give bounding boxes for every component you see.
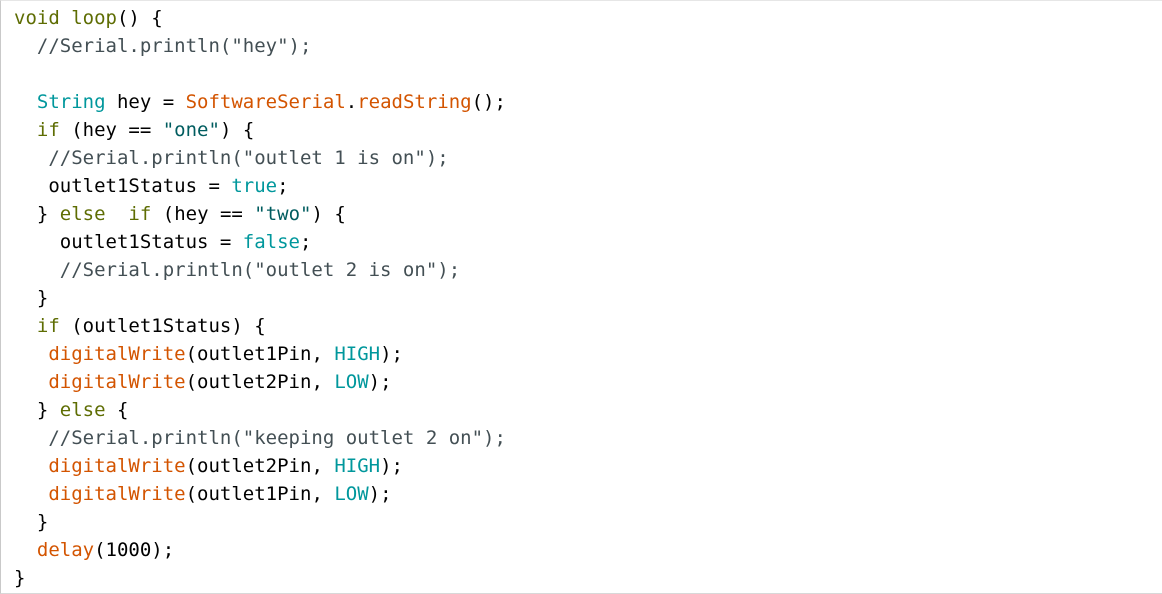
code-token — [14, 91, 37, 113]
code-line: outlet1Status = true; — [14, 172, 506, 200]
code-token — [60, 7, 71, 29]
code-line: } — [14, 284, 506, 312]
code-line: void loop() { — [14, 4, 506, 32]
code-line: } — [14, 564, 506, 592]
code-token: (outlet1Status) { — [59, 315, 266, 337]
code-token: } — [14, 287, 49, 309]
code-line: } — [14, 508, 506, 536]
code-line: digitalWrite(outlet1Pin, LOW); — [14, 480, 506, 508]
code-line: String hey = SoftwareSerial.readString()… — [14, 88, 506, 116]
code-token: } — [14, 399, 60, 421]
code-line: if (hey == "one") { — [14, 116, 506, 144]
code-token: (outlet2Pin, — [185, 455, 335, 477]
code-token — [14, 35, 37, 57]
code-token: String — [36, 91, 106, 113]
code-token — [14, 539, 37, 561]
code-token: (outlet1Pin, — [185, 343, 335, 365]
code-line: //Serial.println("hey"); — [14, 32, 506, 60]
code-token: ); — [380, 343, 403, 365]
code-token — [14, 119, 37, 141]
code-token: (1000); — [94, 539, 175, 561]
code-token: digitalWrite — [48, 455, 186, 477]
code-line: digitalWrite(outlet1Pin, HIGH); — [14, 340, 506, 368]
code-token: true — [231, 175, 278, 197]
code-token: else — [59, 203, 106, 225]
code-token: ; — [277, 175, 289, 197]
code-line: //Serial.println("outlet 2 is on"); — [14, 256, 506, 284]
code-token: SoftwareSerial — [185, 91, 346, 113]
code-token: hey = — [105, 91, 186, 113]
code-line: } else { — [14, 396, 506, 424]
code-token: ) { — [311, 203, 346, 225]
code-token: if — [36, 119, 60, 141]
code-token: LOW — [334, 371, 369, 393]
code-token: ; — [299, 231, 312, 253]
code-line: //Serial.println("keeping outlet 2 on"); — [14, 424, 506, 452]
code-line: //Serial.println("outlet 1 is on"); — [14, 144, 506, 172]
code-token: () { — [116, 7, 163, 29]
code-token: if — [36, 315, 60, 337]
code-text-area[interactable]: void loop() { //Serial.println("hey"); S… — [14, 4, 506, 592]
code-token: digitalWrite — [48, 371, 186, 393]
code-token: outlet1Status = — [14, 231, 243, 253]
code-line: delay(1000); — [14, 536, 506, 564]
code-token — [14, 371, 48, 393]
code-line: digitalWrite(outlet2Pin, HIGH); — [14, 452, 506, 480]
code-line: digitalWrite(outlet2Pin, LOW); — [14, 368, 506, 396]
code-token: void — [14, 7, 60, 29]
code-token: . — [345, 91, 358, 113]
code-token: "one" — [162, 119, 220, 141]
code-token: } — [14, 567, 26, 589]
code-token: { — [105, 399, 129, 421]
code-token: (outlet1Pin, — [185, 483, 335, 505]
code-token — [14, 427, 48, 449]
code-token: //Serial.println("outlet 2 is on"); — [59, 259, 461, 281]
code-token: HIGH — [334, 455, 381, 477]
code-token: (hey == — [151, 203, 255, 225]
code-token: outlet1Status = — [14, 175, 232, 197]
code-token: //Serial.println("hey"); — [36, 35, 312, 57]
code-token: //Serial.println("outlet 1 is on"); — [48, 147, 449, 169]
code-token: ); — [368, 371, 392, 393]
code-token — [14, 259, 60, 281]
code-token: } — [14, 511, 49, 533]
code-token: (); — [471, 91, 506, 113]
code-token — [14, 147, 48, 169]
code-line: if (outlet1Status) { — [14, 312, 506, 340]
code-token: LOW — [334, 483, 369, 505]
code-token: digitalWrite — [48, 343, 186, 365]
code-token — [14, 455, 48, 477]
code-line: } else if (hey == "two") { — [14, 200, 506, 228]
code-token — [14, 483, 48, 505]
code-token: readString — [357, 91, 472, 113]
code-token — [14, 315, 37, 337]
code-token: ); — [380, 455, 403, 477]
code-token: //Serial.println("keeping outlet 2 on"); — [48, 427, 506, 449]
code-token: (hey == — [59, 119, 163, 141]
code-token: digitalWrite — [48, 483, 186, 505]
code-token: else — [59, 399, 106, 421]
code-token — [14, 343, 48, 365]
code-token: delay — [36, 539, 95, 561]
code-token: loop — [71, 7, 117, 29]
code-token: ) { — [219, 119, 255, 141]
code-token: "two" — [254, 203, 312, 225]
code-token: HIGH — [334, 343, 381, 365]
code-token: ); — [368, 483, 392, 505]
code-line — [14, 60, 506, 88]
code-token: (outlet2Pin, — [185, 371, 335, 393]
code-token: } — [14, 203, 60, 225]
code-token — [106, 203, 129, 225]
code-line: outlet1Status = false; — [14, 228, 506, 256]
code-token: if — [128, 203, 152, 225]
code-token: false — [242, 231, 300, 253]
